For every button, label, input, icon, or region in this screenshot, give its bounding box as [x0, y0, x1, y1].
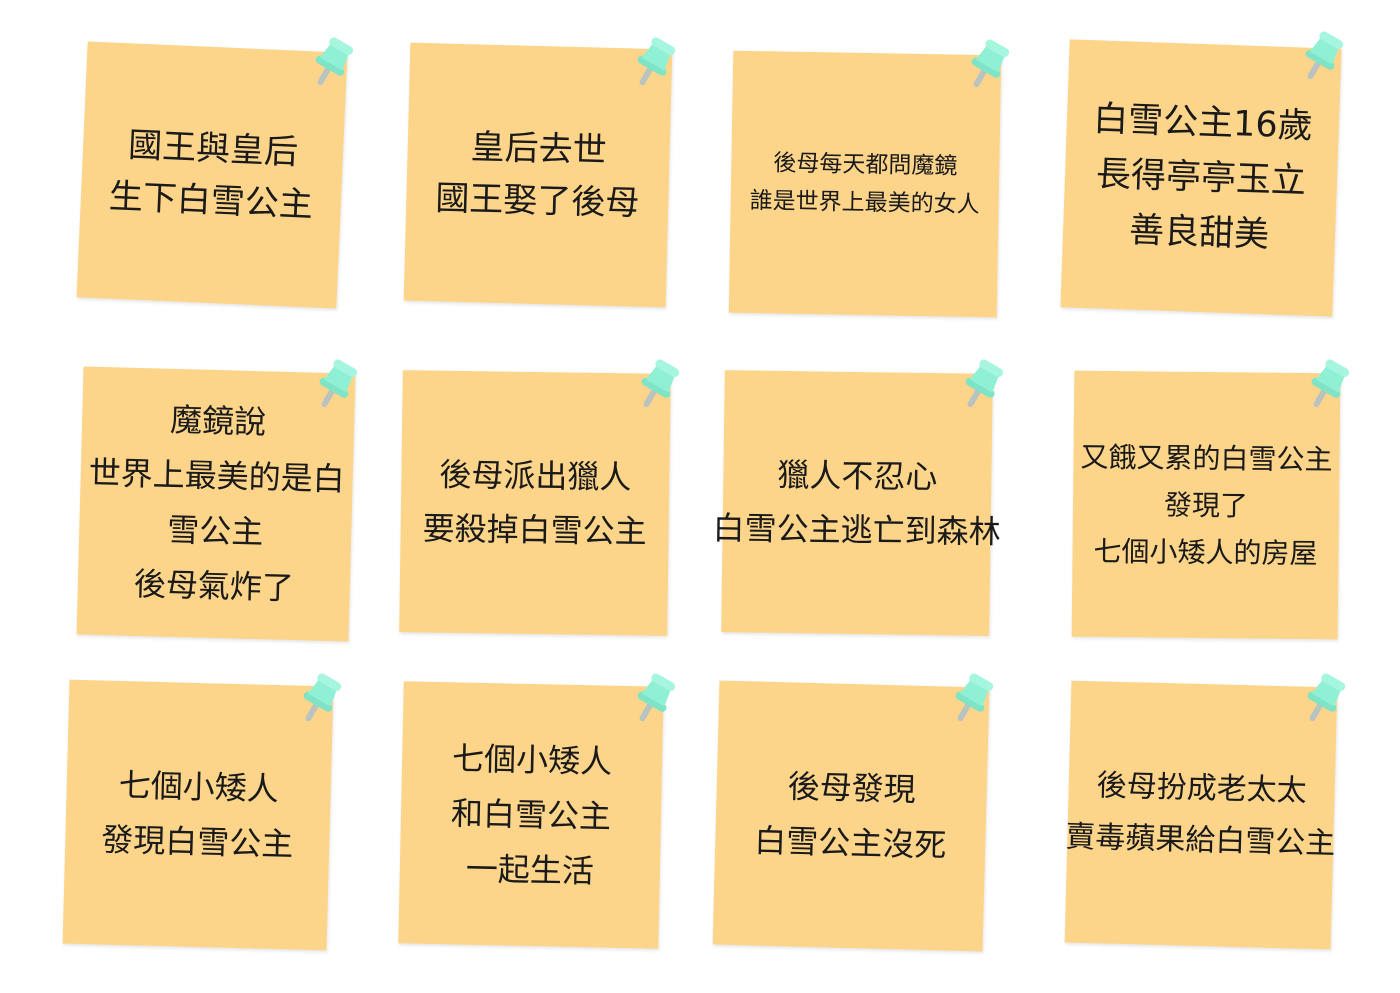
note-text: 又餓又累的白雪公主發現了七個小矮人的房屋 — [1080, 440, 1333, 570]
note-text: 七個小矮人和白雪公主一起生活 — [450, 738, 613, 890]
note-text: 後母扮成老太太賣毒蘋果給白雪公主 — [1064, 768, 1336, 862]
sticky-note-6: 後母派出獵人要殺掉白雪公主 — [399, 370, 671, 636]
sticky-note-10: 七個小矮人和白雪公主一起生活 — [398, 681, 664, 949]
sticky-note-7: 獵人不忍心白雪公主逃亡到森林 — [712, 370, 1001, 636]
pushpin-icon — [319, 359, 358, 408]
sticky-note-8: 又餓又累的白雪公主發現了七個小矮人的房屋 — [1071, 370, 1341, 640]
note-text: 後母派出獵人要殺掉白雪公主 — [422, 455, 647, 551]
pushpin-icon — [315, 37, 354, 86]
pushpin-icon — [965, 359, 1004, 408]
pushpin-icon — [637, 673, 676, 722]
pushpin-icon — [971, 39, 1010, 88]
note-text: 後母每天都問魔鏡誰是世界上最美的女人 — [749, 150, 980, 219]
pushpin-icon — [641, 359, 680, 408]
pushpin-icon — [1311, 359, 1350, 408]
note-text: 獵人不忍心白雪公主逃亡到森林 — [712, 455, 1001, 552]
pushpin-icon — [637, 37, 676, 86]
pushpin-icon — [1307, 673, 1346, 722]
sticky-note-9: 七個小矮人發現白雪公主 — [62, 679, 334, 951]
sticky-note-3: 後母每天都問魔鏡誰是世界上最美的女人 — [728, 50, 1002, 318]
sticky-note-12: 後母扮成老太太賣毒蘋果給白雪公主 — [1064, 680, 1338, 950]
pushpin-icon — [303, 673, 342, 722]
pushpin-icon — [1305, 31, 1344, 80]
note-text: 七個小矮人發現白雪公主 — [100, 765, 294, 864]
pushpin-icon — [955, 673, 994, 722]
